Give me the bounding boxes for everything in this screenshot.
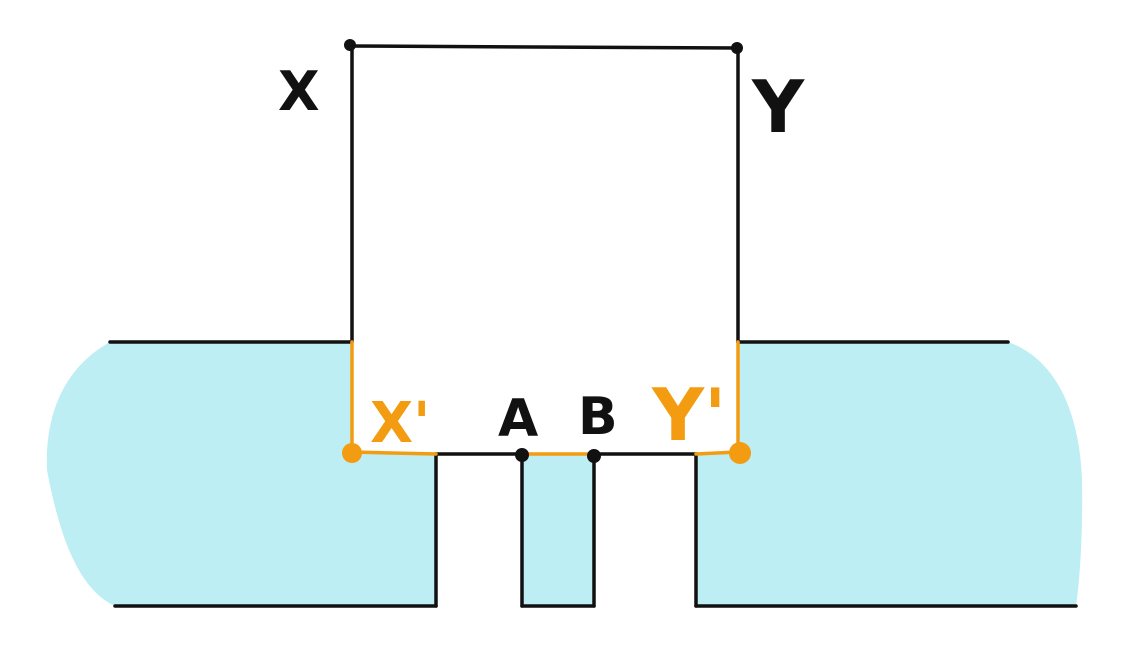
point-y-prime bbox=[729, 442, 751, 464]
point-b bbox=[587, 449, 601, 463]
highlight-lines bbox=[350, 340, 740, 456]
right-water-region bbox=[696, 342, 1083, 606]
left-water-region bbox=[46, 342, 437, 606]
x-prime-horizontal bbox=[350, 450, 438, 456]
label-x-prime: X' bbox=[370, 391, 430, 456]
label-a: A bbox=[498, 389, 538, 449]
label-x: X bbox=[278, 60, 320, 123]
label-y-prime: Y' bbox=[651, 373, 726, 457]
label-b: B bbox=[578, 387, 618, 447]
outline-lines bbox=[108, 44, 1078, 608]
point-x bbox=[344, 39, 356, 51]
middle-water-region bbox=[522, 455, 594, 606]
square-top-edge bbox=[348, 44, 740, 50]
point-a bbox=[515, 448, 529, 462]
point-x-prime bbox=[342, 443, 362, 463]
label-y: Y bbox=[751, 65, 805, 149]
point-y bbox=[731, 42, 743, 54]
